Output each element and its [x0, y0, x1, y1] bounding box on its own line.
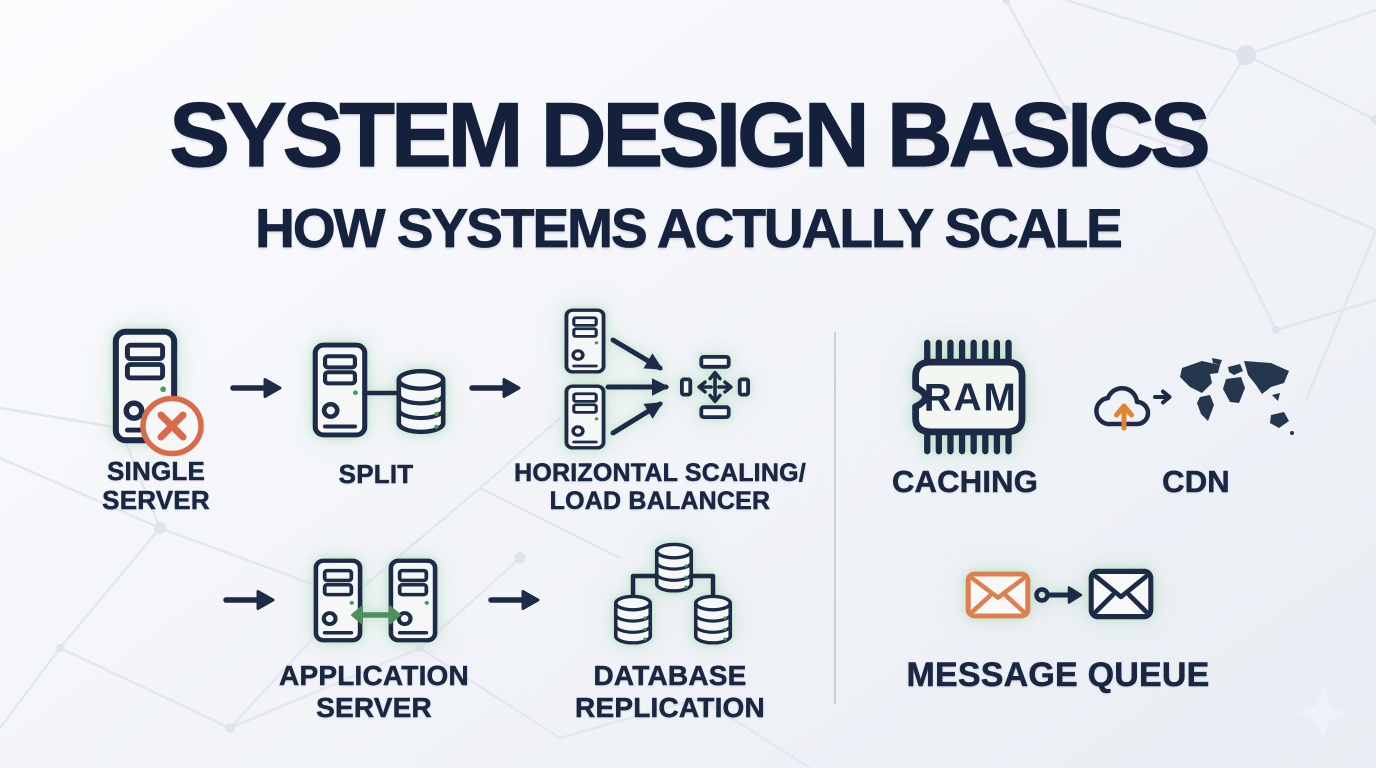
application-server-icon — [310, 550, 442, 647]
envelope-orange-icon — [968, 574, 1028, 616]
envelope-navy-icon — [1091, 571, 1151, 616]
divider-line — [834, 332, 836, 704]
flow-arrow-1 — [229, 376, 285, 400]
flow-arrow-4 — [487, 588, 543, 612]
label-split: SPLIT — [338, 459, 414, 489]
cdn-cloud-map-icon — [1094, 358, 1294, 435]
page-subtitle: HOW SYSTEMS ACTUALLY SCALE — [255, 197, 1124, 260]
small-arrow-icon — [1153, 389, 1172, 405]
label-caching: CACHING — [891, 464, 1039, 500]
label-cdn: CDN — [1162, 464, 1230, 500]
page-title: SYSTEM DESIGN BASICS — [169, 84, 1212, 186]
error-x-icon — [140, 395, 204, 457]
horizontal-scaling-load-balancer-icon — [564, 308, 750, 450]
flow-arrow-2 — [468, 376, 524, 400]
sparkle-icon — [1297, 687, 1349, 739]
label-application-server: APPLICATION SERVER — [279, 660, 469, 723]
message-queue-icon — [963, 565, 1159, 623]
sync-double-arrow-icon — [351, 605, 401, 625]
label-database-replication: DATABASE REPLICATION — [575, 660, 765, 723]
label-horizontal-scaling: HORIZONTAL SCALING/ LOAD BALANCER — [514, 459, 806, 516]
flow-arrow-3 — [222, 588, 278, 612]
cloud-upload-icon — [1094, 386, 1151, 431]
ram-chip-icon: RAM — [912, 339, 1026, 455]
split-server-database-icon — [310, 340, 450, 440]
label-message-queue: MESSAGE QUEUE — [906, 656, 1210, 695]
database-replication-icon — [613, 542, 733, 645]
ram-chip-text: RAM — [924, 377, 1018, 420]
label-single-server: SINGLE SERVER — [102, 456, 210, 516]
world-map-icon — [1180, 358, 1294, 435]
queue-arrow-icon — [1034, 586, 1083, 604]
